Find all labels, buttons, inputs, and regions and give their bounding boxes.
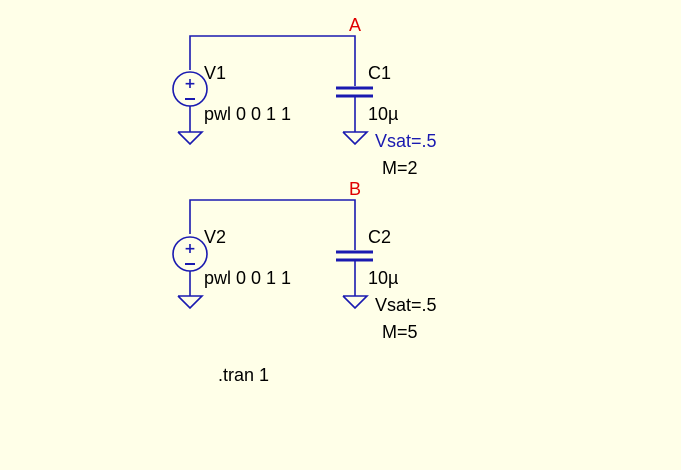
circuit-b: B + V2 pwl 0 0 1 1 C2 10µ Vsat=.5 M=5 xyxy=(172,179,437,342)
plus-sign-icon: + xyxy=(184,76,196,92)
net-b-wire[interactable] xyxy=(189,199,356,250)
net-a-wire[interactable] xyxy=(189,35,356,86)
capacitor-param-vsat-c1[interactable]: Vsat=.5 xyxy=(375,131,437,151)
spice-directive[interactable]: .tran 1 xyxy=(218,365,269,385)
ground-icon xyxy=(177,131,204,146)
capacitor-param-m-c2[interactable]: M=5 xyxy=(382,322,418,342)
ground-icon xyxy=(342,295,369,310)
net-label-b[interactable]: B xyxy=(349,179,361,199)
capacitor-param-vsat-c2[interactable]: Vsat=.5 xyxy=(375,295,437,315)
source-value-v1[interactable]: pwl 0 0 1 1 xyxy=(204,104,291,124)
capacitor-name-c1[interactable]: C1 xyxy=(368,63,391,83)
circuit-a: A + V1 pwl 0 0 1 1 C1 10µ Vsat=.5 M=2 xyxy=(172,15,437,178)
capacitor-c2[interactable] xyxy=(336,250,373,296)
source-value-v2[interactable]: pwl 0 0 1 1 xyxy=(204,268,291,288)
source-name-v2[interactable]: V2 xyxy=(204,227,226,247)
source-name-v1[interactable]: V1 xyxy=(204,63,226,83)
capacitor-c1[interactable] xyxy=(336,86,373,132)
capacitor-param-m-c1[interactable]: M=2 xyxy=(382,158,418,178)
ground-icon xyxy=(342,131,369,146)
voltage-source-v1[interactable]: + xyxy=(172,71,208,132)
net-label-a[interactable]: A xyxy=(349,15,361,35)
voltage-source-v2[interactable]: + xyxy=(172,236,208,296)
capacitor-value-c2[interactable]: 10µ xyxy=(368,268,398,288)
capacitor-name-c2[interactable]: C2 xyxy=(368,227,391,247)
capacitor-value-c1[interactable]: 10µ xyxy=(368,104,398,124)
ground-icon xyxy=(177,295,204,310)
plus-sign-icon: + xyxy=(184,241,196,257)
